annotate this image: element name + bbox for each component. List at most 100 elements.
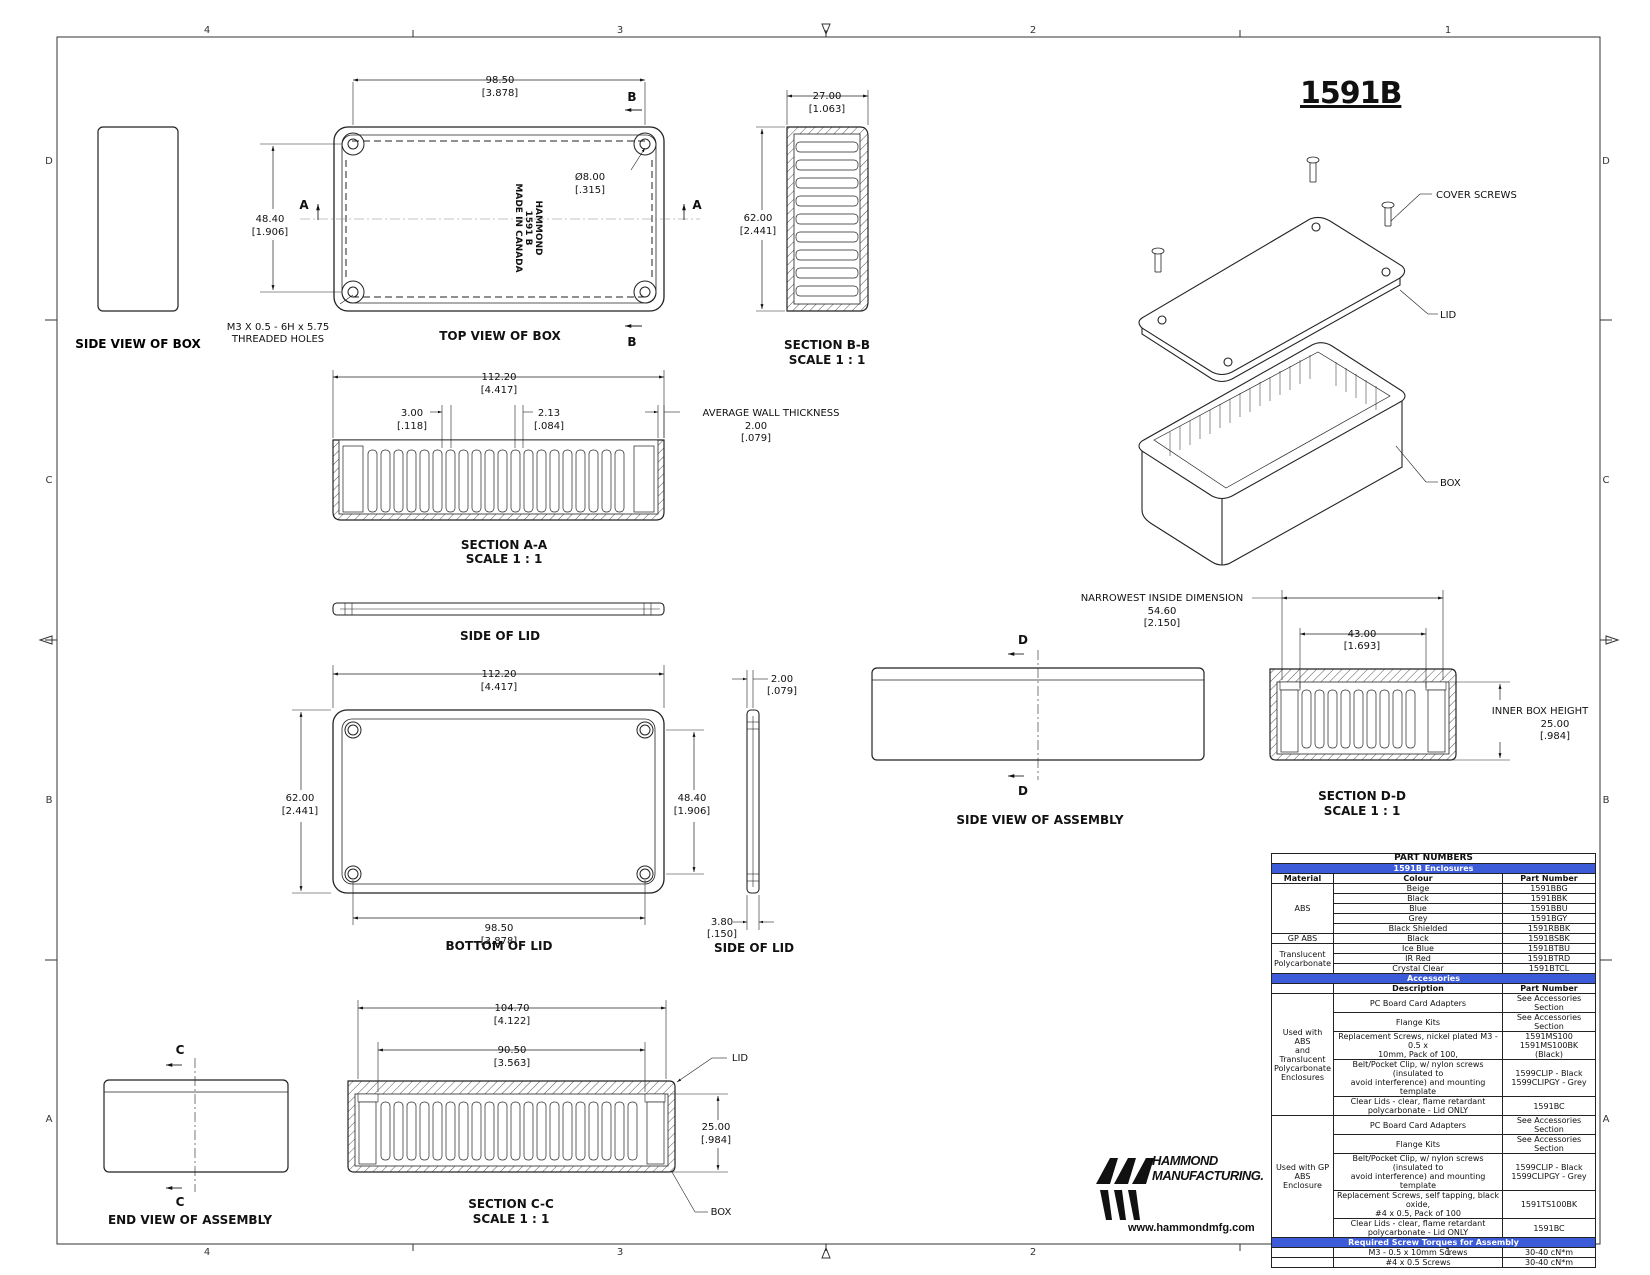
table-row: Replacement Screws, nickel plated M3 - 0… [1272, 1031, 1596, 1060]
part-cell: 1591BTBU [1502, 943, 1596, 954]
svg-text:SIDE OF LID: SIDE OF LID [714, 941, 794, 955]
svg-text:1591 B: 1591 B [523, 210, 533, 245]
svg-text:THREADED HOLES: THREADED HOLES [231, 334, 324, 345]
side-view-box: SIDE VIEW OF BOX [75, 126, 202, 351]
svg-text:BOX: BOX [711, 1207, 732, 1218]
side-of-lid-vertical-labels: 2.00 [.079] 3.80 [.150] SIDE OF LID [707, 674, 797, 955]
isometric-exploded-view [1138, 156, 1438, 566]
side-view-assembly: D D SIDE VIEW OF ASSEMBLY [871, 633, 1205, 827]
svg-text:3.80: 3.80 [711, 917, 733, 928]
isometric-callouts: COVER SCREWS LID BOX [1436, 190, 1517, 489]
svg-text:27.00: 27.00 [813, 91, 842, 102]
colour-cell: Beige [1332, 883, 1504, 894]
svg-text:[.118]: [.118] [397, 421, 427, 432]
svg-text:3.00: 3.00 [401, 408, 423, 419]
isometric-ribs [1169, 355, 1377, 456]
svg-text:C: C [176, 1195, 185, 1209]
svg-text:D: D [1018, 633, 1028, 647]
table-row: Replacement Screws, self tapping, black … [1272, 1190, 1596, 1219]
svg-text:SECTION C-C: SECTION C-C [468, 1197, 554, 1211]
table-section-enclosures: 1591B Enclosures [1271, 863, 1596, 874]
website-link[interactable]: www.hammondmfg.com [1128, 1222, 1255, 1234]
desc-cell: Replacement Screws, nickel plated M3 - 0… [1332, 1031, 1504, 1060]
svg-text:2.13: 2.13 [538, 408, 560, 419]
section-aa [332, 370, 680, 521]
top-view-labels: 98.50 [3.878] 48.40 [1.906] Ø8.00 [.315]… [227, 75, 703, 349]
svg-text:SCALE 1 : 1: SCALE 1 : 1 [466, 552, 543, 566]
cover-screw [1381, 201, 1395, 227]
section-dd-ribs [1280, 689, 1446, 753]
svg-text:[.079]: [.079] [767, 686, 797, 697]
screw-cell: #4 x 0.5 Screws [1332, 1257, 1504, 1268]
desc-cell: PC Board Card Adapters [1332, 1115, 1504, 1135]
col-label: 4 [204, 1247, 210, 1258]
table-title: PART NUMBERS [1271, 853, 1596, 864]
svg-text:[.984]: [.984] [701, 1135, 731, 1146]
hammond-logo-mark [1096, 1158, 1154, 1220]
svg-text:NARROWEST INSIDE DIMENSION: NARROWEST INSIDE DIMENSION [1081, 593, 1244, 604]
svg-text:M3 X 0.5 - 6H x 5.75: M3 X 0.5 - 6H x 5.75 [227, 322, 330, 333]
svg-text:END VIEW OF ASSEMBLY: END VIEW OF ASSEMBLY [108, 1213, 272, 1227]
svg-text:SIDE VIEW OF BOX: SIDE VIEW OF BOX [75, 337, 201, 351]
svg-text:A: A [692, 198, 702, 212]
col-label: 4 [204, 25, 210, 36]
svg-text:MADE IN CANADA: MADE IN CANADA [513, 183, 523, 272]
part-cell: 1591BSBK [1502, 933, 1596, 944]
svg-text:[3.563]: [3.563] [494, 1058, 531, 1069]
col-label: 2 [1030, 1247, 1036, 1258]
section-bb-ribs [795, 141, 859, 297]
material-gp-abs: GP ABS [1271, 933, 1334, 944]
svg-text:2.00: 2.00 [745, 421, 767, 432]
col-label: 3 [617, 25, 623, 36]
col-blank [1271, 983, 1334, 994]
svg-text:25.00: 25.00 [1541, 719, 1570, 730]
colour-cell: Black [1332, 933, 1504, 944]
svg-text:BOX: BOX [1440, 478, 1461, 489]
colour-cell: IR Red [1332, 953, 1504, 964]
table-section-torques: Required Screw Torques for Assembly [1271, 1237, 1596, 1248]
svg-text:[1.906]: [1.906] [674, 806, 711, 817]
colour-cell: Grey [1332, 913, 1504, 924]
logo-line-2: MANUFACTURING. [1152, 1168, 1264, 1183]
svg-text:SIDE VIEW OF ASSEMBLY: SIDE VIEW OF ASSEMBLY [956, 813, 1123, 827]
side-of-lid: SIDE OF LID [332, 602, 665, 643]
col-colour: Colour [1332, 873, 1504, 884]
section-cc [347, 1000, 728, 1213]
svg-text:AVERAGE WALL THICKNESS: AVERAGE WALL THICKNESS [703, 408, 840, 419]
section-aa-ribs [342, 445, 655, 513]
section-dd-labels: NARROWEST INSIDE DIMENSION 54.60 [2.150]… [1081, 593, 1589, 818]
screw-cell: M3 - 0.5 x 10mm Screws [1332, 1247, 1504, 1258]
svg-text:A: A [299, 198, 309, 212]
svg-text:SCALE 1 : 1: SCALE 1 : 1 [1324, 804, 1401, 818]
table-row: M3 - 0.5 x 10mm Screws 30-40 cN*m [1271, 1247, 1596, 1258]
desc-cell: Flange Kits [1332, 1134, 1504, 1154]
svg-text:[1.063]: [1.063] [809, 104, 846, 115]
col-material: Material [1271, 873, 1334, 884]
part-cell: 1591BBK [1502, 893, 1596, 904]
svg-text:COVER SCREWS: COVER SCREWS [1436, 190, 1517, 201]
svg-text:B: B [627, 335, 636, 349]
svg-text:[4.122]: [4.122] [494, 1016, 531, 1027]
section-bb [756, 90, 869, 312]
svg-text:112.20: 112.20 [482, 372, 517, 383]
svg-text:104.70: 104.70 [495, 1003, 530, 1014]
svg-text:2.00: 2.00 [771, 674, 793, 685]
row-label: D [45, 156, 53, 167]
bottom-of-lid-labels: 112.20 [4.417] 62.00 [2.441] 48.40 [1.90… [282, 669, 711, 953]
part-cell: 1591TS100BK [1502, 1190, 1596, 1219]
svg-text:[4.417]: [4.417] [481, 682, 518, 693]
row-label: D [1602, 156, 1610, 167]
table-row: ABS Beige 1591BBG [1271, 883, 1596, 934]
colour-cell: Blue [1332, 903, 1504, 914]
cover-screw [1306, 156, 1320, 183]
